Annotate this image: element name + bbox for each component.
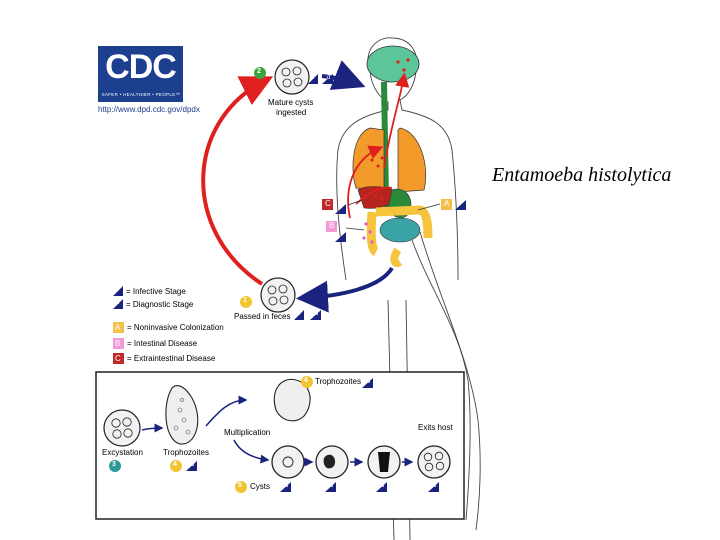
step-2-label-line1: Mature cysts bbox=[268, 98, 314, 107]
ingestion-arrow bbox=[321, 60, 366, 90]
step-2-number: 2 bbox=[257, 68, 261, 75]
legend-a-glyph: A bbox=[115, 323, 121, 332]
badge-d-step2: d bbox=[327, 75, 331, 81]
disease-badges bbox=[322, 199, 452, 232]
cyst-mature-ingested bbox=[274, 59, 310, 95]
badge-i-step2: i bbox=[313, 75, 315, 81]
small-intestine bbox=[379, 217, 421, 243]
right-lung bbox=[397, 127, 427, 193]
stage-triangles bbox=[186, 74, 466, 492]
legend-infective: = Infective Stage bbox=[126, 287, 186, 296]
inset-trophozoite-large bbox=[165, 385, 199, 445]
step-5-number: 5 bbox=[238, 482, 242, 489]
step-circles bbox=[109, 67, 313, 493]
badge-i-step1: i bbox=[299, 311, 301, 317]
step-4b-number: 4 bbox=[304, 377, 308, 384]
badge-d-step1: d bbox=[315, 311, 319, 317]
cdc-logo-tagline: SAFER • HEALTHIER • PEOPLE™ bbox=[101, 92, 181, 97]
cycle-red-arrow bbox=[201, 76, 274, 286]
legend-d-glyph: d bbox=[116, 300, 120, 306]
legend-b-glyph: B bbox=[115, 339, 121, 348]
excretion-arrow bbox=[296, 266, 394, 313]
excystation-label: Excystation bbox=[102, 448, 143, 457]
inset-arrow-down bbox=[233, 439, 270, 464]
step-1-number: 1 bbox=[243, 297, 247, 304]
human-body-outline bbox=[336, 37, 481, 540]
badge-d-cyst2: d bbox=[330, 483, 334, 489]
legend-noninvasive: = Noninvasive Colonization bbox=[127, 323, 224, 332]
brain bbox=[366, 45, 420, 83]
badge-d-4b: d bbox=[367, 379, 371, 385]
cdc-logo-text: CDC bbox=[105, 48, 177, 86]
left-lung bbox=[352, 127, 385, 191]
trophozoites-label-inset: Trophozoites bbox=[163, 448, 209, 457]
badge-a-label: A bbox=[444, 199, 450, 208]
badge-c-label: C bbox=[325, 199, 331, 208]
badge-d-cyst4: d bbox=[433, 483, 437, 489]
legend-intestinal: = Intestinal Disease bbox=[127, 339, 198, 348]
trophozoite-dots bbox=[370, 58, 410, 200]
leader-lines bbox=[345, 199, 441, 231]
badge-d-cyst1: d bbox=[285, 483, 289, 489]
source-url[interactable]: http://www.dpd.cdc.gov/dpdx bbox=[98, 105, 200, 114]
multiplication-label: Multiplication bbox=[224, 428, 271, 437]
legend-i-glyph: i bbox=[116, 287, 118, 293]
badge-d-4a: d bbox=[191, 462, 195, 468]
inset-excystation-cyst bbox=[103, 409, 141, 447]
cyst-passed-in-feces bbox=[260, 277, 296, 313]
exits-host-label: Exits host bbox=[418, 423, 453, 432]
inset-trophozoite-top bbox=[273, 378, 311, 422]
trophozoites-label-top: Trophozoites bbox=[315, 377, 361, 386]
cysts-label: Cysts bbox=[250, 482, 270, 491]
rectum bbox=[390, 247, 403, 267]
intestinal-dots bbox=[362, 222, 374, 244]
legend-extraintestinal: = Extraintestinal Disease bbox=[127, 354, 216, 363]
inset-cyst-sequence bbox=[271, 445, 451, 479]
cdc-logo bbox=[98, 46, 183, 102]
legend-diagnostic: = Diagnostic Stage bbox=[126, 300, 194, 309]
legend-c-glyph: C bbox=[115, 354, 121, 363]
badge-d-cyst3: d bbox=[381, 483, 385, 489]
badge-b-label: B bbox=[329, 221, 335, 230]
inset-arrow-1 bbox=[141, 423, 164, 433]
step-3-number: 3 bbox=[112, 461, 116, 468]
inset-trophozoite-texture bbox=[173, 398, 191, 435]
inset-arrow-up bbox=[205, 395, 248, 427]
step-2-label-line2: ingested bbox=[276, 108, 307, 117]
legend-shapes bbox=[113, 286, 124, 364]
step-1-label: Passed in feces bbox=[234, 312, 291, 321]
step-4a-number: 4 bbox=[173, 461, 177, 468]
page-title: Entamoeba histolytica bbox=[492, 164, 672, 186]
